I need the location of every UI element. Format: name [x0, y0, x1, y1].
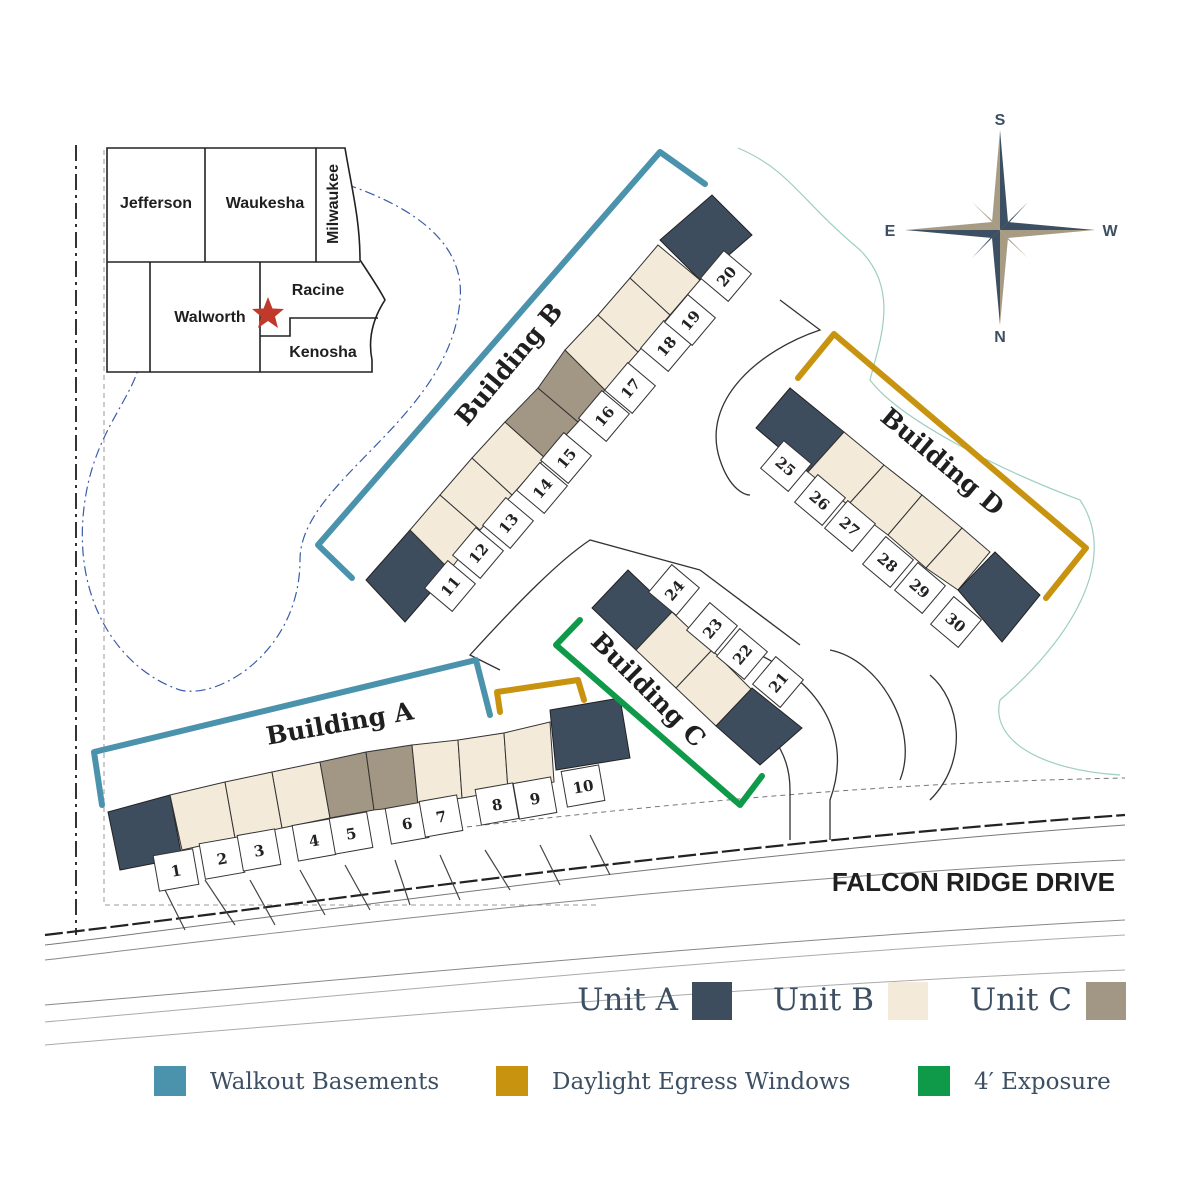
unit-a-block — [957, 551, 1041, 643]
county-walworth: Walworth — [174, 309, 245, 326]
unit-a-block — [549, 697, 631, 771]
unit-number: 9 — [528, 789, 541, 809]
county-jefferson: Jefferson — [120, 195, 192, 212]
legend-walkout-label: Walkout Basements — [210, 1069, 439, 1095]
exposure-bar — [553, 617, 765, 808]
legend-unit-a-label: Unit A — [577, 982, 678, 1018]
legend-daylight-label: Daylight Egress Windows — [552, 1069, 850, 1095]
unit-a-block — [715, 687, 803, 766]
daylight-bar — [795, 331, 1089, 601]
star-icon — [252, 297, 284, 328]
unit-number: 2 — [215, 849, 228, 869]
unit-b-block — [503, 721, 555, 791]
unit-number: 7 — [434, 807, 447, 827]
unit-number: 10 — [571, 776, 595, 797]
legend-unit-b-label: Unit B — [773, 982, 874, 1018]
compass-east: E — [885, 223, 896, 240]
county-kenosha: Kenosha — [289, 344, 357, 361]
unit-number: 1 — [169, 861, 182, 881]
county-milwaukee: Milwaukee — [325, 164, 342, 244]
legend-unit-a-swatch — [692, 982, 732, 1020]
legend-walkout-swatch — [154, 1066, 186, 1096]
county-waukesha: Waukesha — [226, 195, 305, 212]
legend-lines: Walkout Basements Daylight Egress Window… — [154, 1066, 1111, 1096]
unit-c-block — [319, 751, 375, 819]
unit-number: 6 — [400, 814, 413, 834]
legend-daylight-swatch — [496, 1066, 528, 1096]
county-racine: Racine — [292, 282, 345, 299]
walkout-bar — [91, 657, 493, 808]
unit-number: 8 — [490, 795, 503, 815]
legend-unit-b-swatch — [888, 982, 928, 1020]
unit-number: 3 — [252, 841, 265, 861]
site-boundary-lines — [44, 145, 1126, 1046]
legend-units: Unit A Unit B Unit C — [577, 982, 1126, 1020]
walkout-bar — [315, 149, 708, 581]
legend-exposure-label: 4′ Exposure — [974, 1069, 1111, 1095]
building-b: 11 12 13 14 15 16 17 18 19 20 Building B — [315, 149, 753, 623]
street-name: FALCON RIDGE DRIVE — [832, 867, 1115, 897]
building-a: 1 2 3 4 5 6 7 8 9 10 Building A — [91, 657, 631, 892]
inset-county-map: Jefferson Waukesha Milwaukee Walworth Ra… — [106, 147, 386, 373]
legend-unit-c-label: Unit C — [970, 982, 1072, 1018]
daylight-bar — [494, 677, 587, 715]
building-d: 25 26 27 28 29 30 Building D — [755, 331, 1089, 649]
unit-number: 5 — [344, 824, 357, 844]
unit-number: 4 — [307, 831, 320, 851]
unit-a-block — [659, 194, 753, 281]
compass-rose: S E W N — [885, 112, 1119, 346]
legend-exposure-swatch — [918, 1066, 950, 1096]
unit-b-block — [925, 527, 991, 591]
unit-c-block — [365, 744, 419, 811]
compass-west: W — [1102, 223, 1118, 240]
compass-south: S — [995, 112, 1006, 129]
compass-north: N — [994, 329, 1006, 346]
legend-unit-c-swatch — [1086, 982, 1126, 1020]
